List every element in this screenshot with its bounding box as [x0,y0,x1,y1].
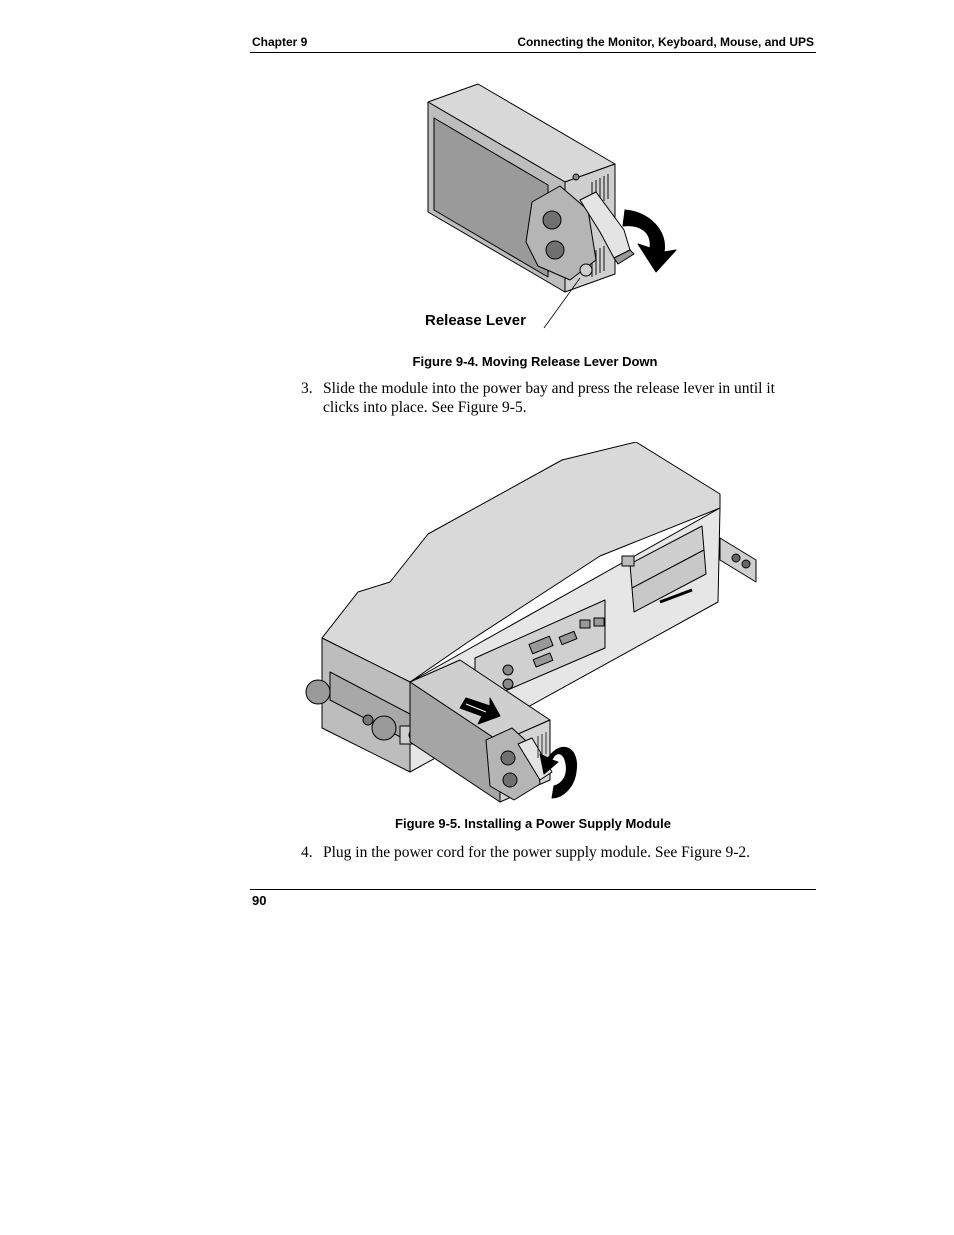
step-3-number: 3. [301,380,313,397]
step-4-number: 4. [301,844,313,861]
step-4: 4. Plug in the power cord for the power … [301,843,801,865]
step-3-text: Slide the module into the power bay and … [323,380,775,416]
section-title: Connecting the Monitor, Keyboard, Mouse,… [517,35,814,49]
page-number: 90 [252,893,267,908]
figure-9-5-caption: Figure 9-5. Installing a Power Supply Mo… [395,816,671,831]
header-rule [250,52,816,53]
footer-rule [250,889,816,890]
step-3: 3. Slide the module into the power bay a… [301,379,801,419]
release-lever-illustration [427,83,677,329]
step-4-text: Plug in the power cord for the power sup… [323,844,751,861]
figure-9-4-caption: Figure 9-4. Moving Release Lever Down [412,354,658,369]
release-lever-callout: Release Lever [425,312,526,329]
chapter-label: Chapter 9 [252,35,308,49]
power-supply-install-illustration [305,442,757,803]
